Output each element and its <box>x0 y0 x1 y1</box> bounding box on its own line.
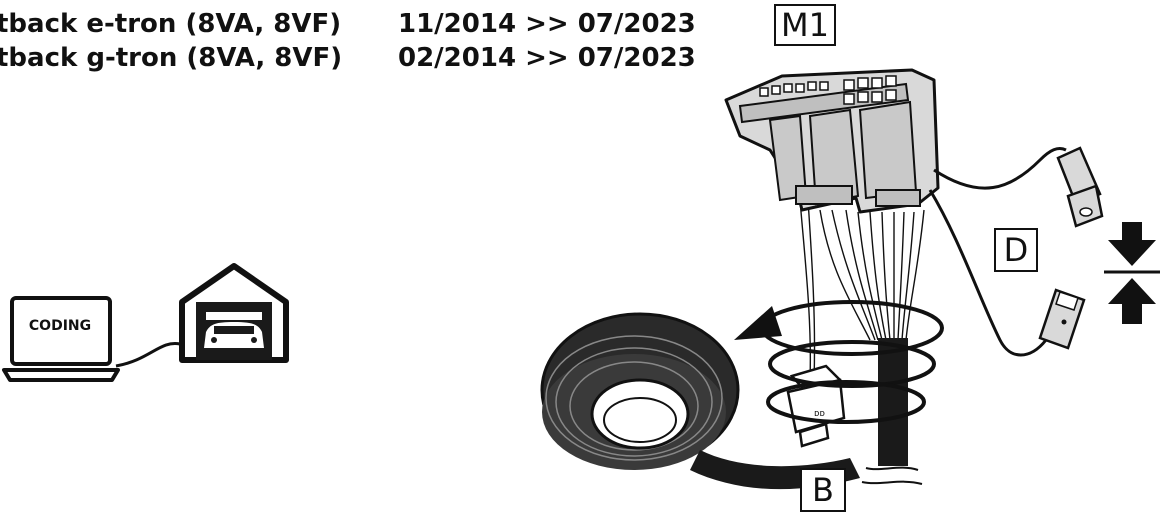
wire-sleeve <box>878 338 908 466</box>
cable-line <box>115 342 181 368</box>
cable-to-connector-bottom <box>928 189 1048 357</box>
model-row-1: tback e-tron (8VA, 8VF) <box>0 11 341 37</box>
connector-m1-icon <box>724 68 940 214</box>
label-b-text: B <box>812 471 834 509</box>
label-m1: M1 <box>774 4 836 46</box>
date-range-2: 02/2014 >> 07/2023 <box>398 45 696 71</box>
press-arrows-icon <box>1104 222 1160 324</box>
rotation-arrow-icon <box>734 306 782 340</box>
model-name-2: tback g-tron (8VA, 8VF) <box>0 43 343 73</box>
label-d-text: D <box>1003 231 1029 269</box>
wrap-rings <box>760 300 944 424</box>
laptop-icon <box>2 296 120 382</box>
small-plug-icon: ᴅᴅ <box>786 364 846 448</box>
model-row-2: tback g-tron (8VA, 8VF) <box>0 45 342 71</box>
wire-bundle <box>799 199 925 381</box>
connector-d-bottom-icon <box>1038 288 1086 350</box>
label-m1-text: M1 <box>781 6 829 44</box>
svg-text:ᴅᴅ: ᴅᴅ <box>814 409 825 419</box>
coding-label: CODING <box>28 318 92 334</box>
date-text-2: 02/2014 >> 07/2023 <box>398 43 696 73</box>
date-text-1: 11/2014 >> 07/2023 <box>398 9 696 39</box>
cable-to-connector-top <box>933 146 1067 190</box>
label-b: B <box>800 468 846 512</box>
connector-d-top-icon <box>1056 146 1104 228</box>
model-name-1: tback e-tron (8VA, 8VF) <box>0 9 342 39</box>
label-d: D <box>994 228 1038 272</box>
date-range-1: 11/2014 >> 07/2023 <box>398 11 696 37</box>
garage-car-icon <box>179 263 289 363</box>
